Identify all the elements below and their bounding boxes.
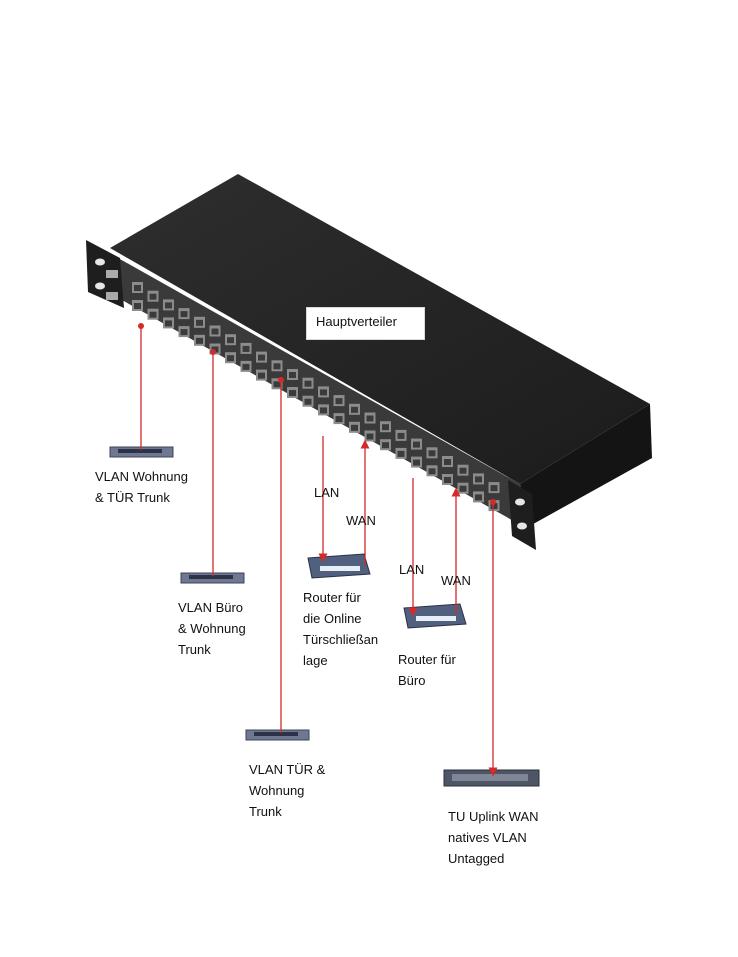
patch-panel-side [520, 404, 652, 528]
port-grid [132, 282, 500, 512]
diagram-title: Hauptverteiler [306, 307, 425, 340]
device-label-r2: Router für Büro [398, 652, 456, 688]
uplink-slot [106, 292, 118, 300]
switch-ports [118, 449, 162, 453]
links [138, 323, 498, 777]
port-socket [335, 398, 343, 405]
port-socket [382, 442, 389, 449]
port-socket [475, 494, 482, 501]
port-socket [490, 503, 498, 510]
port-socket [428, 450, 436, 457]
port-socket [366, 415, 374, 422]
device-label-sw2: VLAN Büro & Wohnung Trunk [178, 600, 246, 657]
port-socket [211, 346, 219, 353]
router-online-tuerschliessanlage [307, 553, 371, 579]
port-socket [273, 363, 281, 370]
port-socket [227, 337, 234, 344]
port-socket [273, 381, 281, 388]
right-ear-hole-top [515, 498, 525, 506]
link-label-r2-lan: LAN [399, 562, 425, 577]
port-socket [335, 416, 343, 423]
router-lights [320, 566, 360, 571]
switch-ports [254, 732, 298, 736]
port-socket [397, 450, 405, 457]
device-label-r1: Router für die Online Türschließan lage [303, 590, 379, 668]
port-socket [134, 303, 141, 309]
port-socket [289, 372, 296, 378]
modem-panel [452, 774, 528, 781]
switch-ports [189, 575, 233, 579]
right-ear-hole-bottom [517, 522, 527, 530]
port-socket [242, 363, 250, 370]
port-socket [149, 311, 157, 318]
port-socket [165, 320, 172, 327]
port-socket [382, 424, 389, 431]
link-label-r1-lan: LAN [314, 485, 340, 500]
device-label-sw1: VLAN Wohnung & TÜR Trunk [95, 469, 188, 505]
port-socket [413, 441, 420, 448]
modem-uplink [443, 769, 540, 787]
port-socket [366, 433, 374, 440]
link-label-r2-wan: WAN [441, 573, 471, 588]
link-label-r1-wan: WAN [346, 513, 376, 528]
link-sw2-port-dot [210, 349, 216, 355]
port-socket [490, 485, 498, 492]
port-socket [258, 372, 265, 379]
port-socket [428, 468, 436, 475]
port-socket [351, 424, 358, 431]
port-socket [196, 319, 203, 326]
port-socket [227, 355, 234, 362]
switch-tuer-wohnung [245, 729, 310, 741]
port-socket [242, 345, 250, 352]
port-socket [320, 407, 327, 414]
port-socket [304, 398, 312, 405]
port-socket [351, 406, 358, 413]
port-socket [289, 390, 296, 396]
left-ear-hole-bottom [95, 282, 105, 290]
port-socket [304, 380, 312, 387]
port-socket [180, 329, 188, 336]
port-socket [459, 467, 467, 474]
left-mounting-ear [86, 240, 124, 308]
left-ear-hole-top [95, 258, 105, 266]
port-socket [444, 459, 451, 465]
device-label-wan: TU Uplink WAN natives VLAN Untagged [448, 809, 539, 866]
link-sw1-port-dot [138, 323, 144, 329]
port-socket [211, 328, 219, 335]
port-socket [444, 477, 451, 483]
device-label-sw3: VLAN TÜR & Wohnung Trunk [249, 762, 326, 819]
port-socket [180, 311, 188, 318]
port-socket [320, 389, 327, 396]
port-socket [459, 485, 467, 492]
router-lights [416, 616, 456, 621]
router-buero [403, 603, 467, 629]
port-socket [149, 293, 157, 300]
port-socket [258, 354, 265, 361]
port-socket [196, 337, 203, 344]
port-socket [134, 285, 141, 291]
link-sw3-port-dot [278, 377, 284, 383]
port-socket [413, 459, 420, 466]
port-socket [475, 476, 482, 483]
port-socket [165, 302, 172, 309]
uplink-slot [106, 270, 118, 278]
port-socket [397, 432, 405, 439]
link-wan-port-dot [490, 499, 496, 505]
right-mounting-ear [508, 480, 536, 550]
